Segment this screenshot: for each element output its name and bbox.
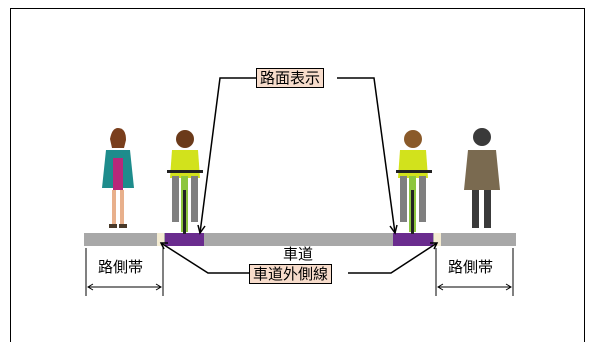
pedestrian-left-figure bbox=[102, 128, 134, 228]
road-marking-label: 路面表示 bbox=[256, 68, 325, 88]
edge-line-leaders bbox=[159, 242, 439, 274]
shoulder-left-label: 路側帯 bbox=[98, 258, 144, 276]
shoulder-right-label: 路側帯 bbox=[448, 258, 494, 276]
road-marking-right bbox=[393, 233, 433, 246]
road-marking-left bbox=[165, 233, 204, 246]
pedestrian-right-figure bbox=[464, 128, 500, 228]
shoulder-dimension-left bbox=[85, 248, 164, 296]
diagram-frame bbox=[10, 8, 585, 342]
edge-line-left bbox=[157, 233, 164, 246]
edge-line-right bbox=[434, 233, 441, 246]
shoulder-dimension-right bbox=[435, 248, 514, 296]
roadway-edge-line-label: 車道外側線 bbox=[249, 264, 333, 284]
roadway-label: 車道 bbox=[283, 245, 314, 263]
cyclist-right-figure bbox=[396, 130, 432, 234]
cyclist-left-figure bbox=[167, 130, 203, 234]
road-marking-leaders bbox=[197, 77, 398, 235]
